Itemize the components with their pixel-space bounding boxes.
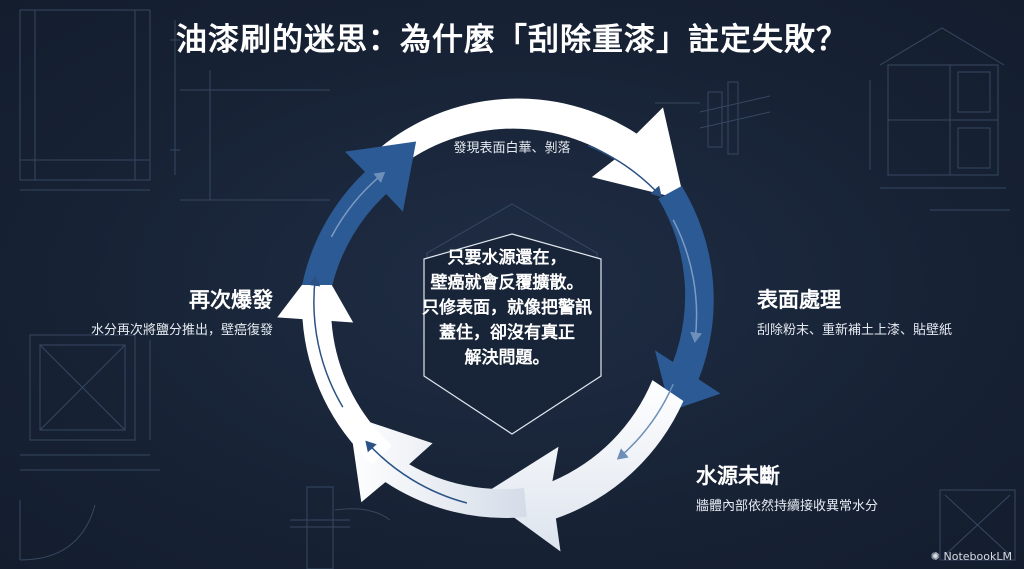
stage-title: 水源未斷 bbox=[696, 464, 780, 488]
stage-title: 再次爆發 bbox=[189, 288, 273, 312]
notebooklm-watermark: ✺ NotebookLM bbox=[931, 550, 1012, 563]
stage-title: 表面處理 bbox=[757, 288, 841, 312]
stage-title: 發現壁癌 bbox=[470, 106, 554, 130]
stage-recurrence: 再次爆發 水分再次將鹽分推出，壁癌復發 bbox=[45, 284, 273, 338]
center-line: 解決問題。 bbox=[464, 348, 550, 368]
stage-description: 發現表面白華、剝落 bbox=[453, 141, 571, 156]
cycle-arrow-top bbox=[376, 98, 684, 200]
cycle-arrow-left-bottom bbox=[277, 262, 392, 464]
center-line: 蓋住，卻沒有真正 bbox=[439, 323, 575, 343]
inner-arrow-top bbox=[588, 145, 662, 198]
center-line: 只要水源還在， bbox=[447, 248, 567, 268]
stage-water-source: 水源未斷 牆體內部依然持續接收異常水分 bbox=[696, 460, 878, 514]
stage-description: 水分再次將鹽分推出，壁癌復發 bbox=[90, 323, 273, 338]
cycle-arrow-left-top bbox=[302, 141, 417, 285]
stage-description: 刮除粉末、重新補土上漆、貼壁紙 bbox=[757, 323, 953, 338]
stage-description: 牆體內部依然持續接收異常水分 bbox=[696, 499, 879, 514]
stage-surface-treatment: 表面處理 刮除粉末、重新補土上漆、貼壁紙 bbox=[757, 284, 952, 338]
stage-discover: 發現壁癌 發現表面白華、剝落 bbox=[412, 102, 612, 156]
center-line: 壁癌就會反覆擴散。 bbox=[430, 273, 584, 293]
inner-arrow-left-bottom bbox=[308, 275, 344, 408]
center-line: 只修表面，就像把警訊 bbox=[422, 298, 592, 318]
inner-arrow-bottom bbox=[365, 440, 468, 504]
notebooklm-logo-icon: ✺ bbox=[930, 550, 944, 563]
inner-arrow-bottom-right bbox=[616, 383, 674, 460]
center-message: 只要水源還在， 壁癌就會反覆擴散。 只修表面，就像把警訊 蓋住，卻沒有真正 解決… bbox=[412, 246, 602, 371]
cycle-arrow-bottom-right bbox=[482, 380, 684, 552]
page-title: 油漆刷的迷思：為什麼「刮除重漆」註定失敗？ bbox=[176, 22, 848, 58]
inner-arrow-right bbox=[672, 219, 702, 343]
inner-arrow-left-top bbox=[330, 171, 386, 238]
watermark-text: NotebookLM bbox=[943, 550, 1012, 563]
cycle-arrow-bottom bbox=[348, 415, 527, 518]
cycle-arrow-right bbox=[654, 186, 721, 411]
center-hexagon bbox=[423, 233, 602, 435]
